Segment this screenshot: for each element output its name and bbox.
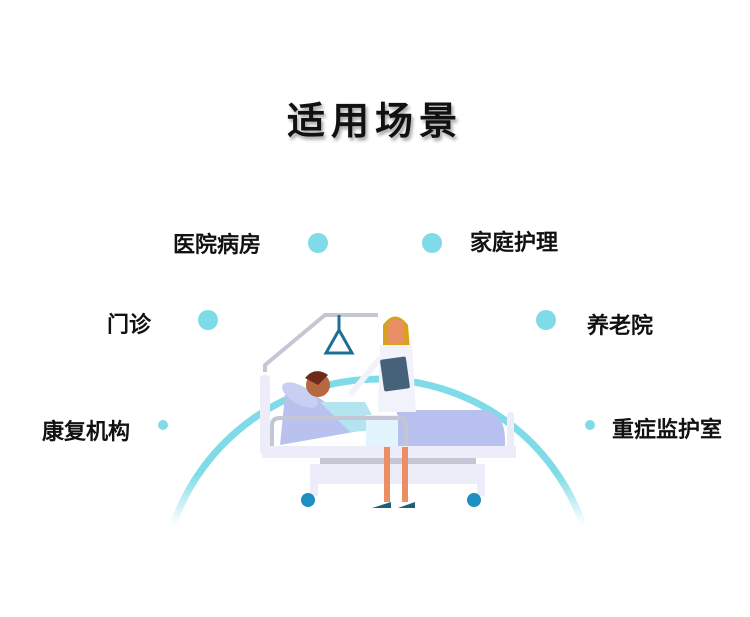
node-dot xyxy=(308,233,328,253)
hospital-bed-illustration xyxy=(260,313,516,508)
scenario-label: 家庭护理 xyxy=(470,231,559,256)
arc xyxy=(169,375,587,527)
node-dot xyxy=(585,420,595,430)
page-title: 适用场景 xyxy=(286,99,463,143)
scenario-label: 重症监护室 xyxy=(612,418,723,443)
scenario-label: 门诊 xyxy=(107,313,152,338)
node-dot xyxy=(536,310,556,330)
scenario-label: 康复机构 xyxy=(42,420,131,445)
scenario-label: 养老院 xyxy=(587,314,654,339)
node-dot xyxy=(158,420,168,430)
node-dot xyxy=(422,233,442,253)
scenario-label: 医院病房 xyxy=(173,233,262,258)
node-dot xyxy=(198,310,218,330)
